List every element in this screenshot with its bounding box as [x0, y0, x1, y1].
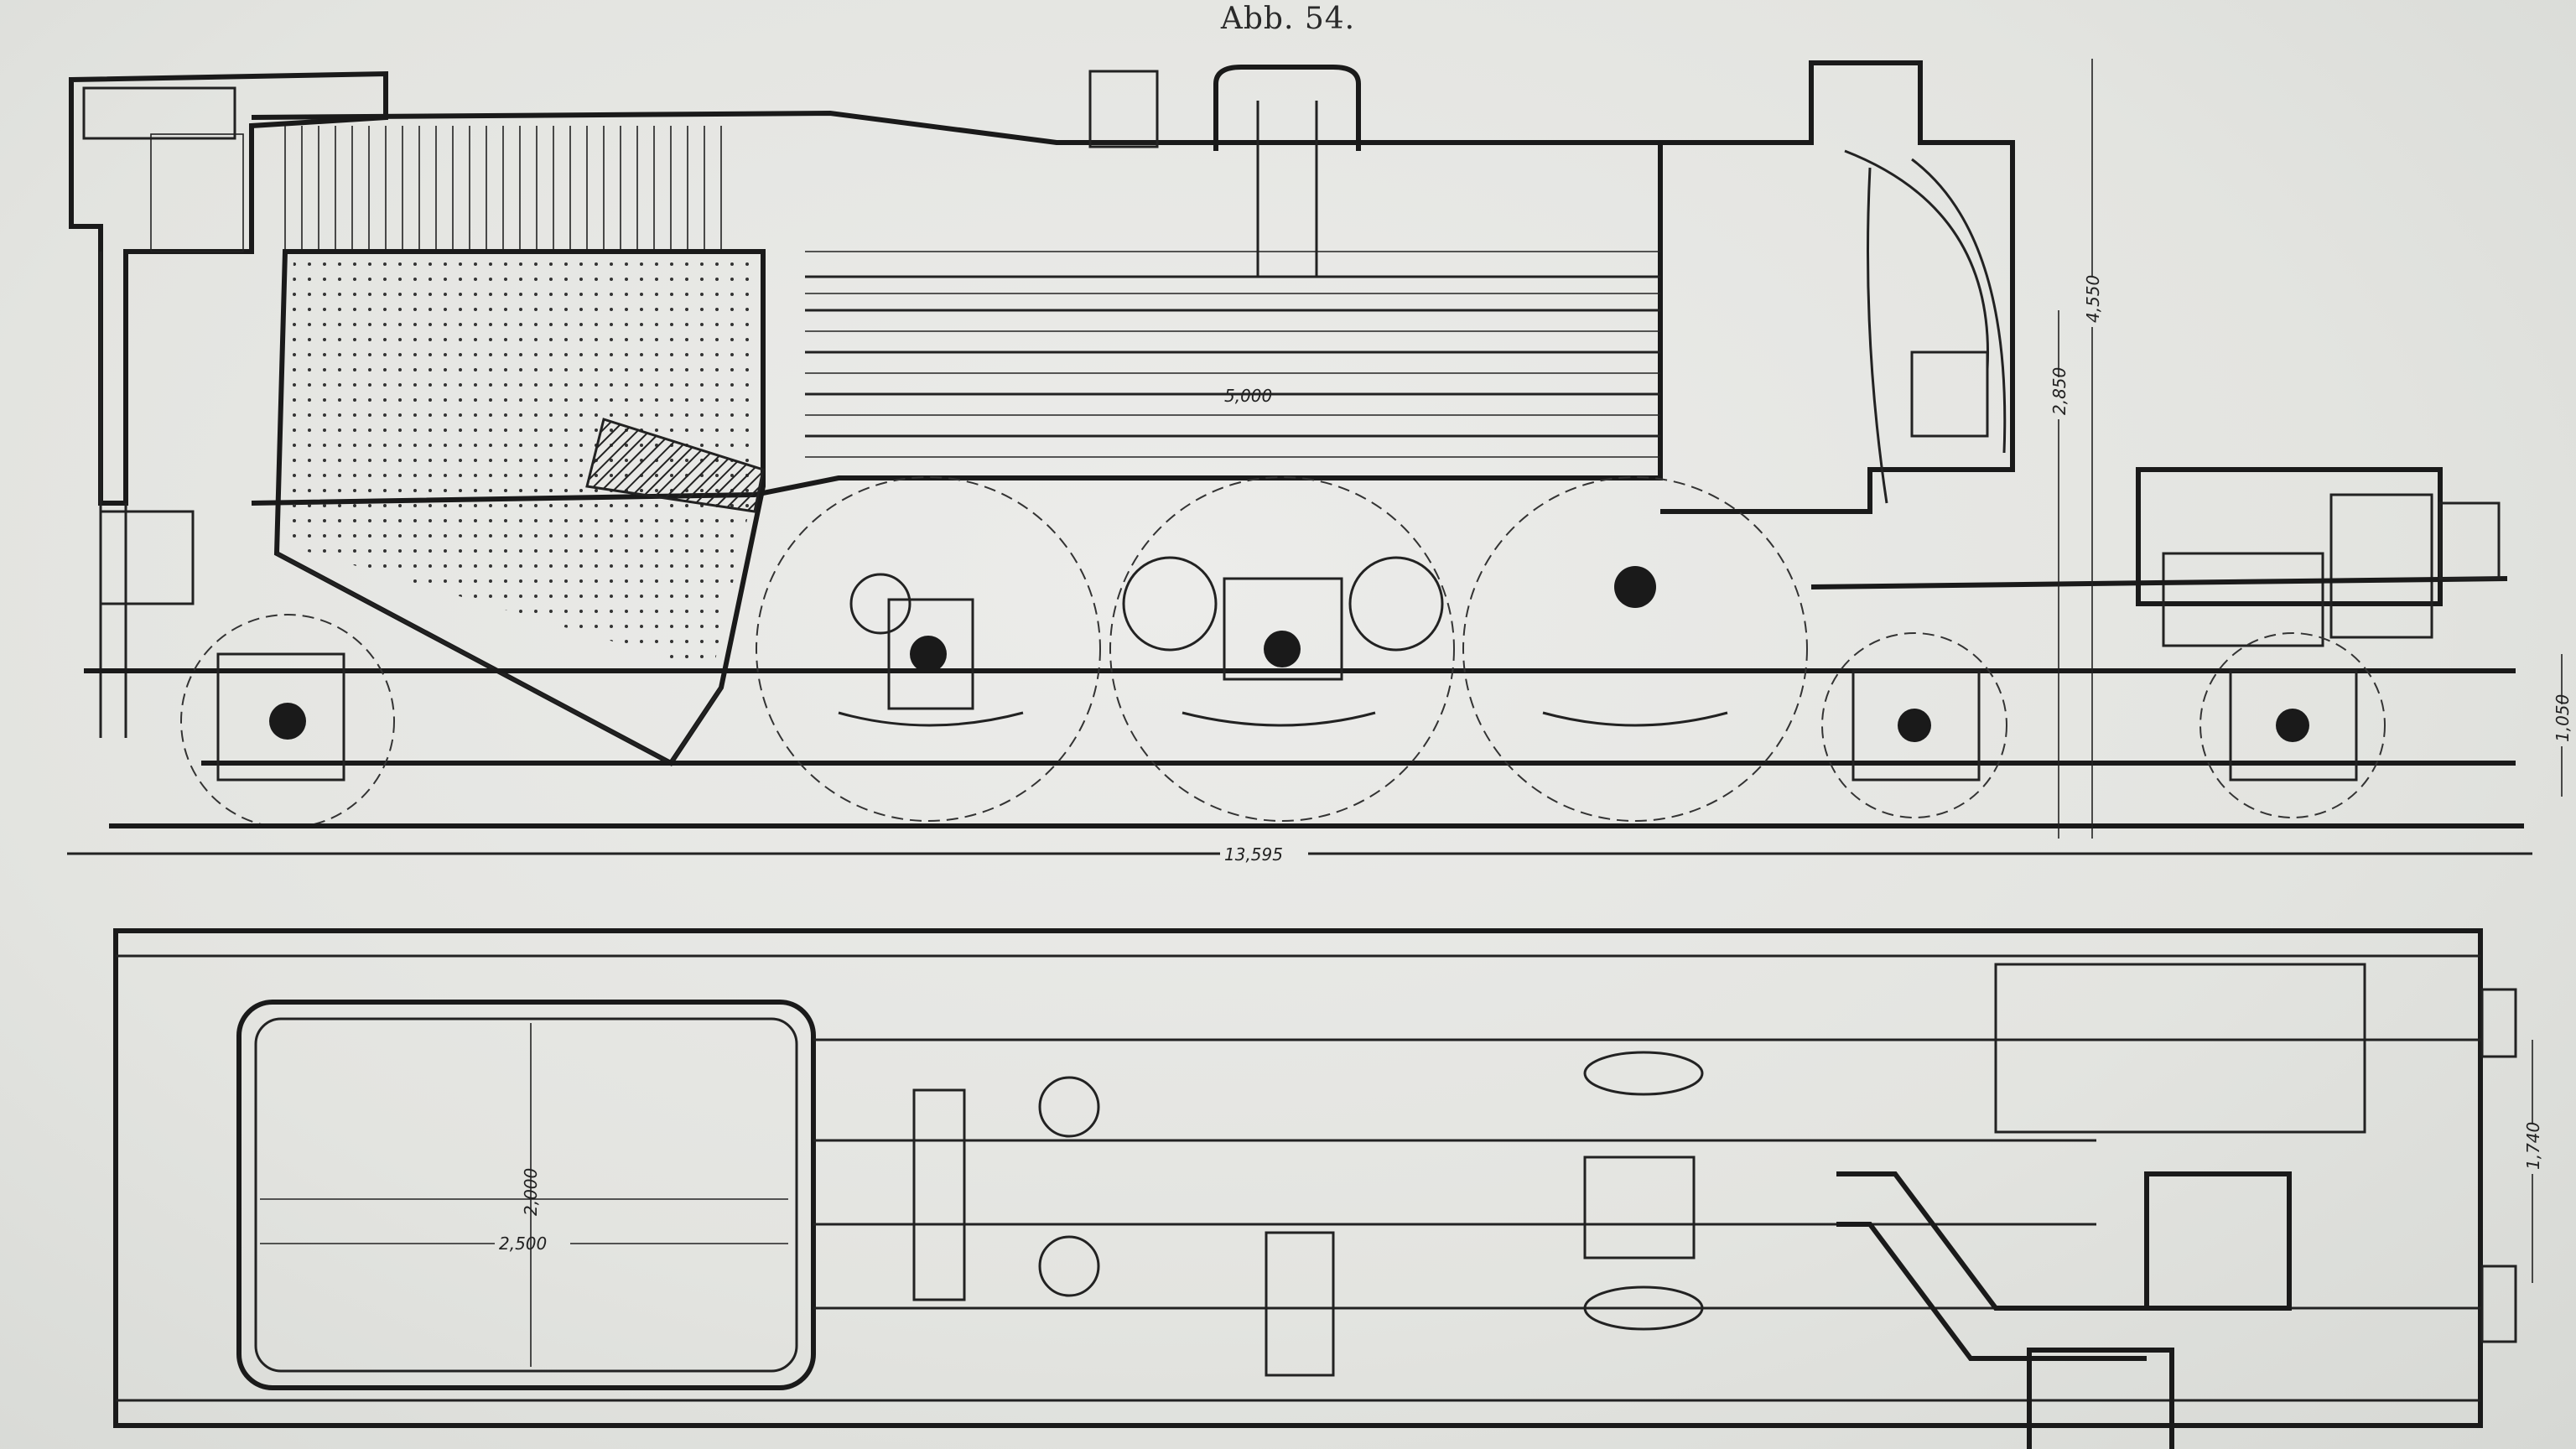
- boiler: [251, 110, 1663, 506]
- frame: [84, 668, 2516, 766]
- dimension-firebox-width: 2,000: [521, 1168, 541, 1216]
- dimension-tube-length: 5,000: [1224, 386, 1272, 406]
- cab: [69, 70, 388, 738]
- smokebox: [1660, 60, 2015, 514]
- plan-view: [113, 928, 2533, 1449]
- dimension-buffer-height: 1,050: [2553, 694, 2573, 742]
- dome: [1088, 65, 1361, 277]
- wheels: [180, 476, 2386, 828]
- dimension-boiler-height: 4,550: [2083, 275, 2103, 323]
- figure-caption: Abb. 54.: [1220, 2, 1356, 36]
- dimension-buffer-spacing: 1,740: [2523, 1122, 2543, 1170]
- side-elevation: [67, 59, 2563, 855]
- springs: [838, 711, 1728, 727]
- dimension-axle-to-chimney: 2,850: [2049, 367, 2070, 415]
- firebox: [273, 249, 766, 766]
- cylinders: [1810, 467, 2508, 647]
- dimension-firebox-length: 2,500: [499, 1233, 547, 1254]
- dimension-overall-length: 13,595: [1224, 844, 1283, 865]
